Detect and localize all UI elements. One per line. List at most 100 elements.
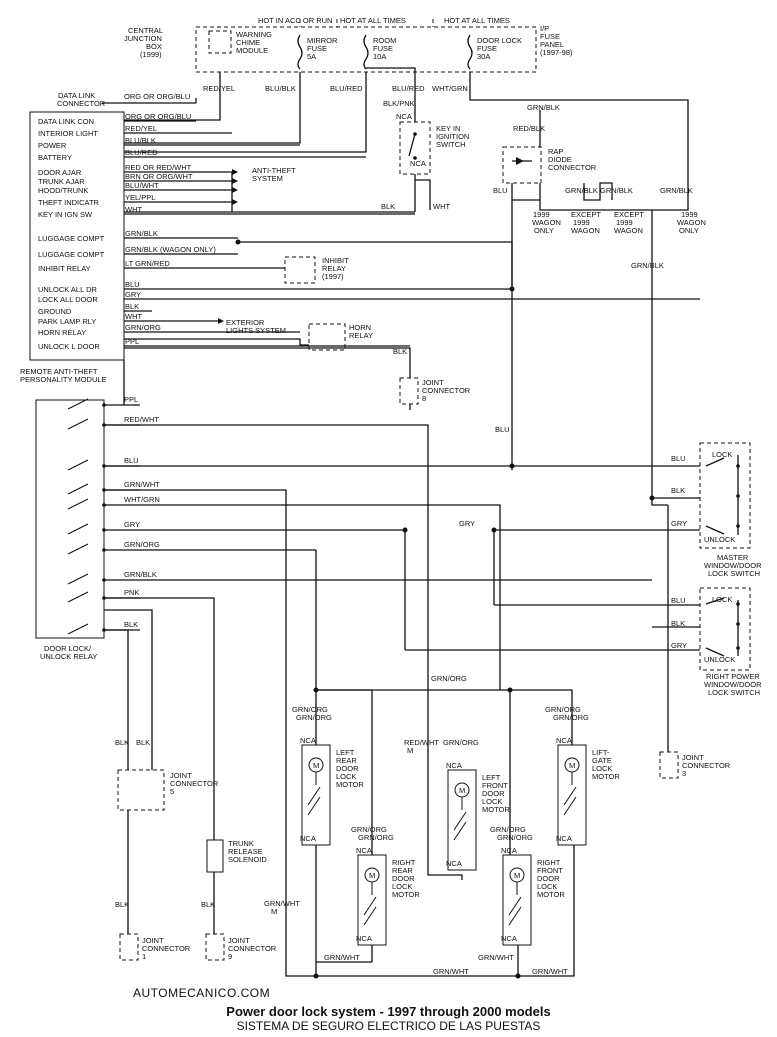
door-lock-fuse: DOOR LOCK FUSE 30A [467,34,522,70]
module-pin-label: KEY IN IGN SW [38,210,93,219]
svg-text:NCA: NCA [556,834,572,843]
svg-text:JOINT: JOINT [682,753,704,762]
svg-text:HOT IN ACC OR RUN: HOT IN ACC OR RUN [258,16,332,25]
svg-text:BLK: BLK [381,202,395,211]
anti-theft-module: REMOTE ANTI-THEFT PERSONALITY MODULE DAT… [20,91,197,384]
svg-text:RIGHT: RIGHT [537,858,561,867]
svg-text:LOCK: LOCK [712,595,732,604]
svg-text:GRN/BLK: GRN/BLK [600,186,633,195]
module-pin-label: HORN RELAY [38,328,86,337]
svg-text:BLK/PNK: BLK/PNK [383,99,415,108]
module-wire-label: PPL [125,337,139,346]
svg-text:BLU: BLU [493,186,508,195]
svg-text:MASTER: MASTER [717,553,749,562]
module-pin-label: PARK LAMP RLY [38,317,96,326]
svg-text:FUSE: FUSE [373,44,393,53]
svg-text:BLU/RED: BLU/RED [392,84,425,93]
diagram-subtitle: SISTEMA DE SEGURO ELECTRICO DE LAS PUEST… [236,1019,541,1033]
svg-text:M: M [313,761,319,770]
relay-output-wires: PPLRED/WHTBLUGRN/WHTWHT/GRNGRYGRN/ORGGRN… [67,360,652,690]
svg-text:CONNECTOR: CONNECTOR [422,386,471,395]
module-wire-label: ORG OR ORG/BLU [125,112,191,121]
svg-text:UNLOCK: UNLOCK [704,655,735,664]
svg-text:SYSTEM: SYSTEM [252,174,283,183]
svg-text:LOCK: LOCK [592,764,612,773]
svg-text:(1997): (1997) [322,272,344,281]
svg-text:UNLOCK: UNLOCK [704,535,735,544]
svg-text:LOCK: LOCK [537,882,557,891]
relay-contact [67,483,89,495]
module-wire-label: GRN/BLK (WAGON ONLY) [125,245,216,254]
svg-text:CENTRAL: CENTRAL [128,26,163,35]
wht-grn-wire [140,504,501,690]
svg-text:REAR: REAR [336,756,357,765]
svg-text:LOCK: LOCK [336,772,356,781]
module-pin-label: UNLOCK ALL DR [38,285,97,294]
svg-text:EXCEPT: EXCEPT [571,210,601,219]
relay-contact [67,623,89,635]
svg-text:SOLENOID: SOLENOID [228,855,267,864]
svg-text:WAGON: WAGON [532,218,561,227]
anti-theft-system-branch: ANTI-THEFT SYSTEM [231,166,296,212]
module-wire-label: BLU/RED [125,148,158,157]
relay-wire-label: PNK [124,588,139,597]
module-wire-label: GRN/BLK [125,229,158,238]
svg-text:PANEL: PANEL [540,40,564,49]
svg-text:REAR: REAR [392,866,413,875]
module-pin-label: UNLOCK L DOOR [38,342,100,351]
room-fuse: ROOM FUSE 10A [363,34,396,70]
svg-text:DATA LINK: DATA LINK [58,91,95,100]
svg-text:GRN/WHT: GRN/WHT [433,967,469,976]
svg-text:GRN/ORG: GRN/ORG [490,825,526,834]
relay-terminal [102,503,106,507]
svg-text:5: 5 [170,787,174,796]
svg-text:NCA: NCA [446,761,462,770]
relay-wire-label: GRN/BLK [124,570,157,579]
svg-text:GRN/BLK: GRN/BLK [660,186,693,195]
blu-vertical: BLU [235,239,515,469]
svg-text:RELAY: RELAY [322,264,346,273]
right-power-lock-switch: LOCK UNLOCK RIGHT POWER WINDOW/DOOR LOCK… [659,505,762,779]
svg-text:CONNECTOR: CONNECTOR [548,163,597,172]
svg-text:LOCK: LOCK [712,450,732,459]
svg-text:RIGHT: RIGHT [392,858,416,867]
joint-connector-8: BLK JOINT CONNECTOR 8 [124,347,471,410]
svg-text:ONLY: ONLY [534,226,554,235]
svg-text:PERSONALITY MODULE: PERSONALITY MODULE [20,375,107,384]
svg-text:GRN/ORG: GRN/ORG [553,713,589,722]
module-wire-label: GRN/ORG [125,323,161,332]
svg-text:WHT/GRN: WHT/GRN [432,84,468,93]
svg-text:CHIME: CHIME [236,38,260,47]
svg-text:BLK: BLK [671,486,685,495]
svg-text:LOCK: LOCK [482,797,502,806]
svg-text:10A: 10A [373,52,386,61]
svg-text:RED/WHT: RED/WHT [404,738,439,747]
module-pin-label: TRUNK AJAR [38,177,85,186]
svg-text:BLU/BLK: BLU/BLK [265,84,296,93]
svg-text:WAGON: WAGON [614,226,643,235]
svg-text:MIRROR: MIRROR [307,36,338,45]
arrow-marker [232,187,238,193]
svg-text:1999: 1999 [616,218,633,227]
svg-text:NCA: NCA [300,736,316,745]
relay-contact [67,459,89,471]
svg-text:GRN/ORG: GRN/ORG [497,833,533,842]
svg-text:NCA: NCA [396,112,412,121]
svg-text:GRN/ORG: GRN/ORG [358,833,394,842]
module-wire-label: WHT [125,205,142,214]
svg-text:IGNITION: IGNITION [436,132,469,141]
svg-text:FUSE: FUSE [540,32,560,41]
svg-text:FUSE: FUSE [307,44,327,53]
svg-text:LOCK SWITCH: LOCK SWITCH [708,569,760,578]
arrow-marker [232,199,238,205]
arrow-marker [218,318,224,324]
luggage-wire [238,241,513,289]
svg-text:CONNECTOR: CONNECTOR [170,779,219,788]
svg-text:GRN/ORG: GRN/ORG [443,738,479,747]
svg-text:JOINT: JOINT [170,771,192,780]
svg-text:GRN/ORG: GRN/ORG [296,713,332,722]
lower-left-ground: BLK BLK JOINT CONNECTOR 5 BLK JOINT CONN… [104,597,277,961]
svg-text:CONNECTOR: CONNECTOR [682,761,731,770]
diagram-title: Power door lock system - 1997 through 20… [226,1004,551,1019]
